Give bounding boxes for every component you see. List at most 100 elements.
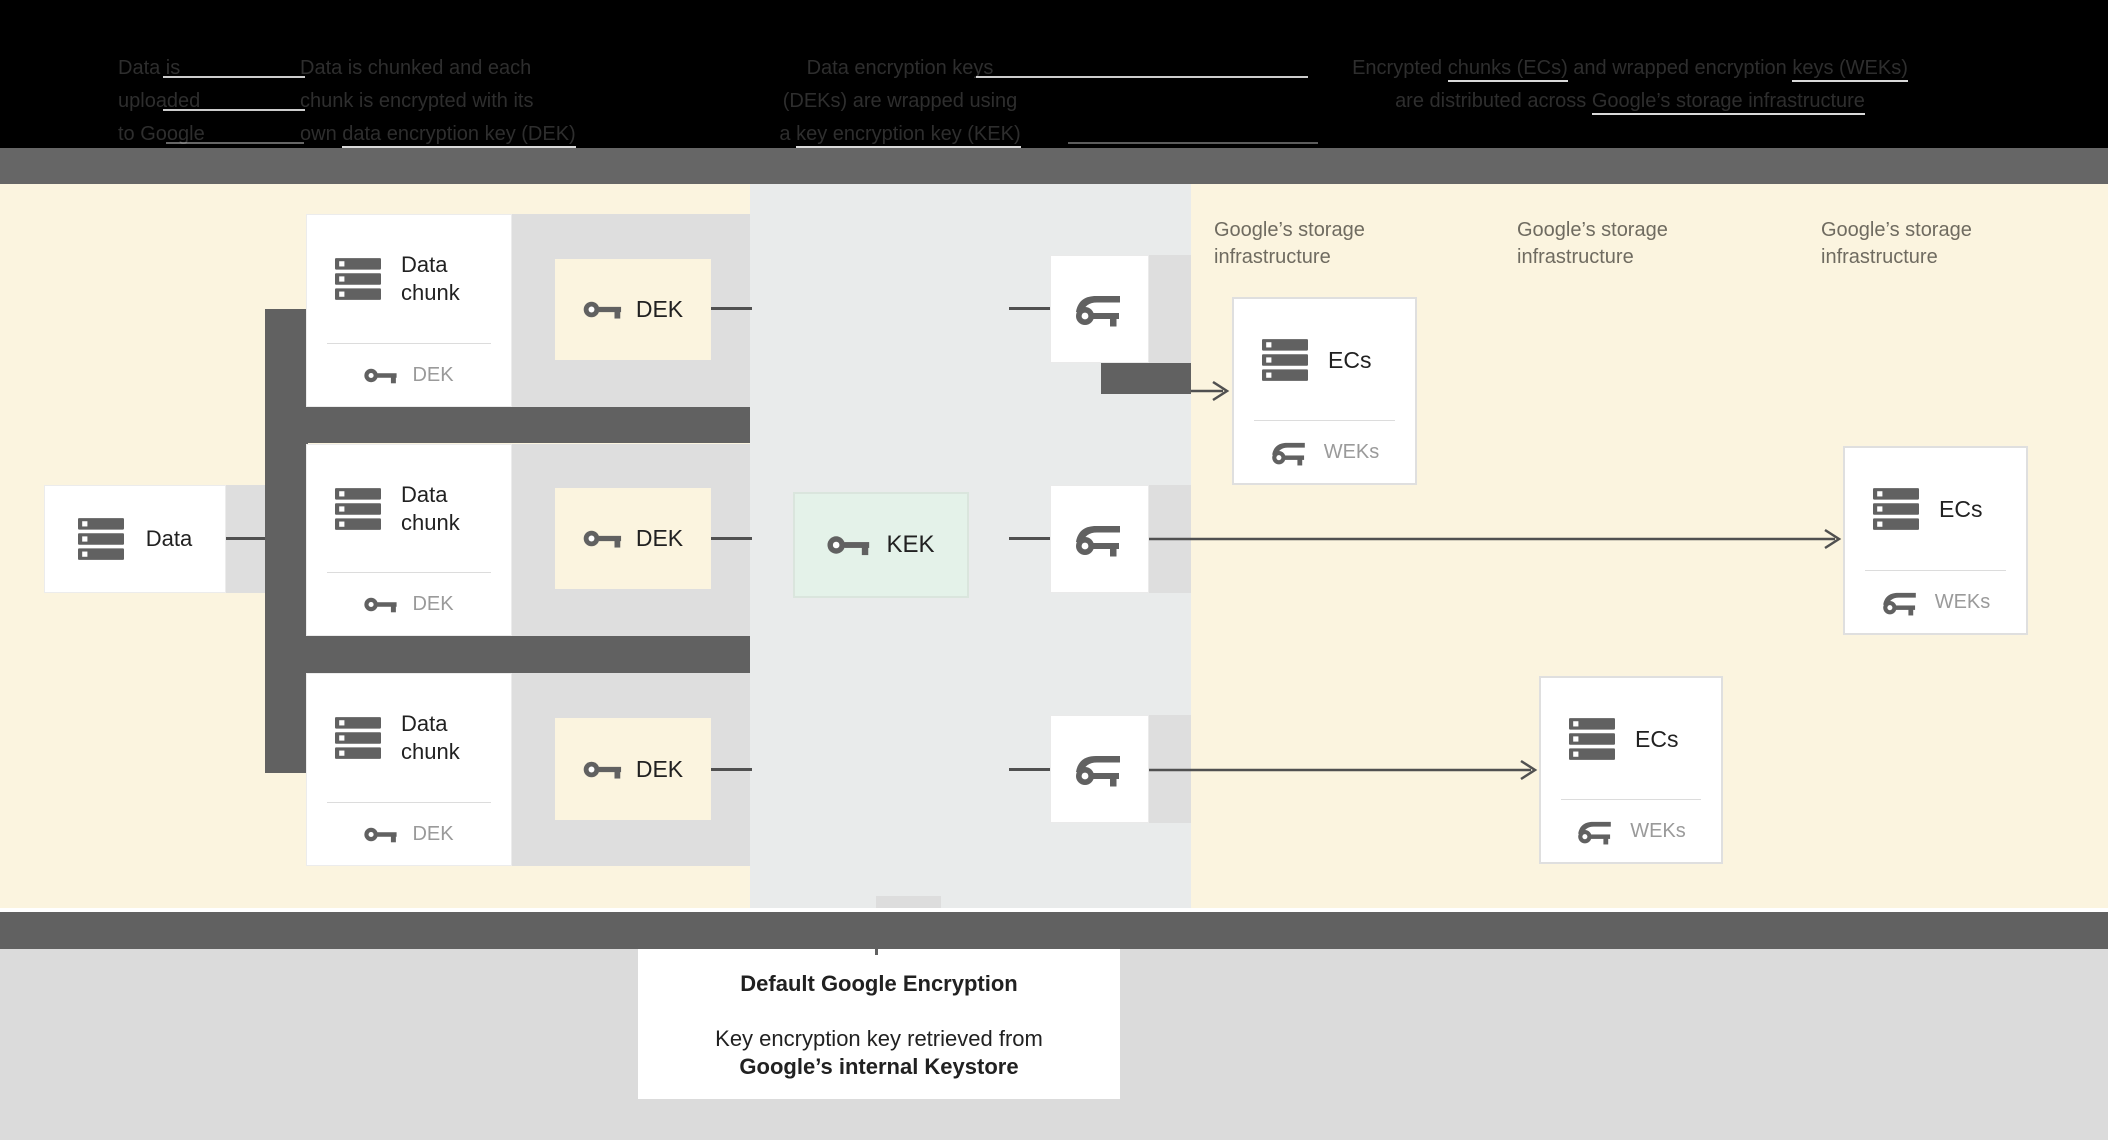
card-divider <box>327 572 491 573</box>
storage-icon <box>335 717 381 759</box>
storage-infra-label: Google’s storage infrastructure <box>1821 217 2051 271</box>
card-divider <box>1865 570 2006 571</box>
storage-infra-line: infrastructure <box>1821 246 1938 268</box>
header-caption-distribution: Encrypted chunks (ECs) and wrapped encry… <box>1305 52 1955 118</box>
caption-line: to Google <box>118 123 205 145</box>
kek-link[interactable]: key encryption key (KEK) <box>796 123 1021 148</box>
key-icon <box>364 827 398 842</box>
separator-line <box>976 76 1308 78</box>
separator-line <box>163 109 305 111</box>
arrow-to-ecs-2 <box>1149 528 1842 550</box>
storage-infra-line: Google’s storage <box>1821 219 1972 241</box>
wrapped-key-box <box>1050 485 1149 593</box>
storage-icon <box>335 487 381 530</box>
dek-box: DEK <box>555 488 711 589</box>
dek-box: DEK <box>555 718 711 820</box>
storage-infra-label: Google’s storage infrastructure <box>1517 217 1747 271</box>
dek-box: DEK <box>555 259 711 360</box>
top-gray-bar <box>0 148 2108 184</box>
dek-box-label: DEK <box>635 296 684 322</box>
chunk-title: Data chunk <box>401 481 460 535</box>
key-icon <box>583 530 621 548</box>
storage-infra-link[interactable]: Google’s storage infrastructure <box>1591 90 1865 115</box>
card-divider <box>327 343 491 344</box>
footer-card: Default Google Encryption Key encryption… <box>638 949 1120 1099</box>
storage-infra-line: Google’s storage <box>1214 219 1365 241</box>
caption-line: uploaded <box>118 90 201 112</box>
key-icon <box>364 368 398 383</box>
ecs-title: ECs <box>1635 725 1679 752</box>
ecs-link[interactable]: chunks (ECs) <box>1447 57 1568 82</box>
header-caption-upload: Data is uploaded to Google <box>118 52 288 151</box>
caption-line: (DEKs) are wrapped using <box>782 90 1018 112</box>
storage-icon <box>1569 717 1615 760</box>
arrow-to-ecs-3 <box>1149 759 1538 781</box>
data-chunk-card: Data chunk DEK <box>306 673 512 866</box>
data-chunk-card: Data chunk DEK <box>306 214 512 407</box>
caption-line: Data is <box>118 57 181 79</box>
data-label: Data <box>145 526 193 551</box>
weks-label: WEKs <box>1323 440 1380 463</box>
chunk-title: Data chunk <box>401 711 460 764</box>
connector-stub <box>1009 537 1050 540</box>
header-band: Data is uploaded to Google Data is chunk… <box>0 0 2108 148</box>
wrapped-key-icon <box>1882 592 1916 615</box>
card-divider <box>327 802 491 803</box>
key-icon <box>583 301 621 319</box>
footer-line: Key encryption key retrieved from <box>715 1026 1043 1051</box>
footer-line: Google’s internal Keystore <box>739 1054 1019 1079</box>
caption-line: a key encryption key (KEK) <box>730 118 1070 151</box>
dek-label: DEK <box>412 822 454 845</box>
separator-line <box>163 76 305 78</box>
dek-box-label: DEK <box>635 755 684 782</box>
wrapped-key-icon <box>1578 821 1612 844</box>
wrapped-key-box <box>1050 255 1149 363</box>
wrapped-key-icon <box>1075 756 1120 787</box>
dek-box-label: DEK <box>635 525 684 551</box>
storage-infra-label: Google’s storage infrastructure <box>1214 217 1444 271</box>
ecs-card: ECs WEKs <box>1232 297 1417 485</box>
card-divider <box>1561 799 1701 800</box>
kek-connector-tab <box>876 896 941 908</box>
wrapped-key-icon <box>1075 296 1120 327</box>
key-band <box>1149 255 1191 363</box>
storage-icon <box>335 258 381 300</box>
storage-infra-line: infrastructure <box>1517 246 1634 268</box>
kek-connector-tick <box>875 949 878 955</box>
storage-infra-line: Google’s storage <box>1517 219 1668 241</box>
kek-box: KEK <box>793 492 969 598</box>
arrow-to-ecs-1 <box>1191 380 1230 402</box>
caption-line: Encrypted chunks (ECs) and wrapped encry… <box>1305 52 1955 85</box>
connector-stub <box>711 537 752 540</box>
footer-title: Default Google Encryption <box>740 971 1018 996</box>
connector-stub <box>1009 768 1050 771</box>
key-icon <box>827 536 870 556</box>
connector-stub <box>711 768 752 771</box>
dek-link[interactable]: data encryption key (DEK) <box>342 123 576 148</box>
header-caption-wrapping: Data encryption keys (DEKs) are wrapped … <box>730 52 1070 151</box>
caption-line: chunk is encrypted with its <box>300 90 534 112</box>
data-connector-line <box>220 537 267 540</box>
caption-line: Data is chunked and each <box>300 57 532 79</box>
key-icon <box>364 597 398 612</box>
weks-link[interactable]: keys (WEKs) <box>1792 57 1908 82</box>
branch-bar-1 <box>265 405 750 443</box>
data-chunk-card: Data chunk DEK <box>306 444 512 636</box>
connector-stub <box>711 307 752 310</box>
storage-icon <box>77 518 124 560</box>
weks-label: WEKs <box>1630 819 1686 842</box>
connector-stub <box>1009 307 1050 310</box>
header-caption-chunking: Data is chunked and each chunk is encryp… <box>300 52 670 151</box>
wrapped-key-icon <box>1075 526 1120 557</box>
bottom-dark-bar <box>0 912 2108 949</box>
storage-icon <box>1262 338 1308 381</box>
wrapped-key-box <box>1050 715 1149 823</box>
dek-label: DEK <box>412 592 454 615</box>
ecs-title: ECs <box>1939 496 1983 522</box>
storage-icon <box>1873 488 1919 530</box>
branch-bar-2 <box>265 635 750 673</box>
caption-line: are distributed across Google’s storage … <box>1305 85 1955 118</box>
wrapped-key-icon <box>1271 442 1305 465</box>
separator-line <box>166 142 304 144</box>
